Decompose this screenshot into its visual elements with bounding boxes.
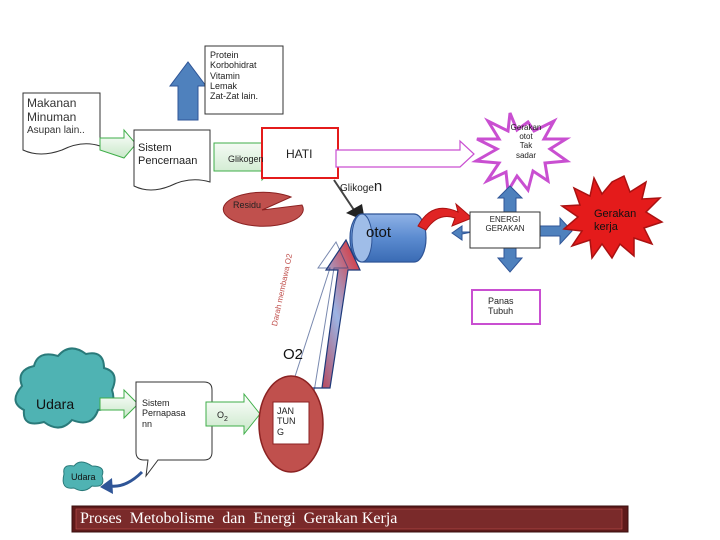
nutrient-karbohidrat: Korbohidrat bbox=[210, 60, 257, 71]
respiratory-bubble bbox=[135, 381, 213, 478]
work-line-1: Gerakan bbox=[594, 208, 637, 220]
involuntary-line-1: Gerakan bbox=[510, 123, 542, 132]
heart-label: JAN TUN G bbox=[277, 406, 296, 437]
food-title-2: Minuman bbox=[27, 109, 77, 124]
residue-shape bbox=[222, 191, 304, 227]
nutrient-lemak: Lemak bbox=[210, 81, 238, 92]
respiratory-line-2: Pernapasa bbox=[142, 408, 186, 419]
nutrient-list: Protein Korbohidrat Vitamin Lemak Zat-Za… bbox=[210, 50, 258, 102]
respiratory-line-1: Sistem bbox=[142, 398, 170, 408]
nutrient-up-arrow bbox=[169, 61, 207, 121]
involuntary-line-2: otot bbox=[519, 132, 533, 142]
liver-to-burst-arrow bbox=[335, 139, 475, 168]
o2-arrow-sub: 2 bbox=[224, 415, 228, 423]
liver-label: HATI bbox=[286, 147, 313, 161]
residue-label: Residu bbox=[233, 200, 262, 210]
energy-line-2: GERAKAN bbox=[485, 224, 525, 234]
nutrient-vitamin: Vitamin bbox=[210, 70, 240, 81]
curl-arrow bbox=[417, 202, 473, 231]
air-cloud-label: Udara bbox=[36, 396, 75, 412]
nutrient-zat-lain: Zat-Zat lain. bbox=[210, 91, 259, 102]
caption: Proses Metobolisme dan Energi Gerakan Ke… bbox=[80, 510, 398, 527]
exhale-arrow bbox=[109, 470, 144, 488]
heat-line-2: Tubuh bbox=[488, 306, 514, 317]
heart-line-2: TUN bbox=[277, 416, 296, 427]
air-cloud bbox=[14, 347, 116, 429]
caption-frame bbox=[75, 508, 623, 530]
air-to-respiratory-arrow bbox=[99, 388, 139, 420]
o2-arrow bbox=[205, 392, 261, 436]
energy-box bbox=[469, 211, 541, 249]
food-banner bbox=[22, 92, 101, 155]
energy-cross-arrows bbox=[451, 185, 573, 273]
digestive-line-1: Sistem bbox=[138, 142, 172, 154]
digestive-line-2: Pencernaan bbox=[138, 154, 198, 167]
glikogen-prefix: Glikoge bbox=[340, 183, 374, 194]
o2-arrow-label: O2 bbox=[217, 410, 228, 424]
food-label: Makanan Minuman Asupan lain.. bbox=[27, 96, 85, 136]
glikogen-to-muscle-label: Glikogen bbox=[340, 178, 382, 195]
digestive-banner bbox=[133, 129, 211, 191]
heat-line-1: Panas bbox=[488, 296, 514, 306]
exhale-label: Udara bbox=[71, 472, 96, 482]
muscle-cylinder bbox=[349, 213, 427, 263]
work-line-2: kerja bbox=[594, 220, 618, 233]
nutrient-protein: Protein bbox=[210, 50, 239, 60]
glikogen-arrow-label: Glikogen bbox=[228, 154, 264, 164]
oxygen-label: O2 bbox=[283, 346, 304, 363]
nutrient-box bbox=[204, 45, 284, 115]
involuntary-label: Gerakan otot Tak sadar bbox=[508, 123, 544, 160]
blood-arrow-outer bbox=[289, 240, 349, 393]
energy-line-1: ENERGI bbox=[489, 215, 521, 224]
work-burst bbox=[559, 174, 664, 261]
blood-arrow bbox=[300, 238, 361, 389]
food-to-digestive-arrow bbox=[99, 128, 137, 159]
glikogen-suffix: n bbox=[373, 178, 383, 195]
food-title-1: Makanan bbox=[27, 96, 77, 110]
respiratory-line-3: nn bbox=[142, 418, 153, 429]
liver-box bbox=[261, 127, 339, 179]
heart-line-1: JAN bbox=[277, 406, 295, 416]
digestive-label: Sistem Pencernaan bbox=[138, 142, 197, 167]
respiratory-label: Sistem Pernapasa nn bbox=[142, 398, 186, 429]
involuntary-line-4: sadar bbox=[515, 150, 536, 160]
heart-line-3: G bbox=[277, 426, 285, 437]
muscle-label: otot bbox=[366, 224, 392, 241]
energy-label: ENERGI GERAKAN bbox=[472, 215, 538, 233]
involuntary-line-3: Tak bbox=[519, 141, 533, 151]
exhale-arrowhead bbox=[100, 478, 113, 494]
heart-inner-box bbox=[272, 401, 310, 445]
o2-arrow-o: O bbox=[217, 410, 225, 420]
heat-box bbox=[471, 289, 541, 325]
work-label: Gerakan kerja bbox=[594, 208, 636, 233]
food-subtitle: Asupan lain.. bbox=[27, 124, 85, 136]
heat-label: Panas Tubuh bbox=[488, 296, 514, 317]
exhale-cloud bbox=[62, 461, 104, 492]
